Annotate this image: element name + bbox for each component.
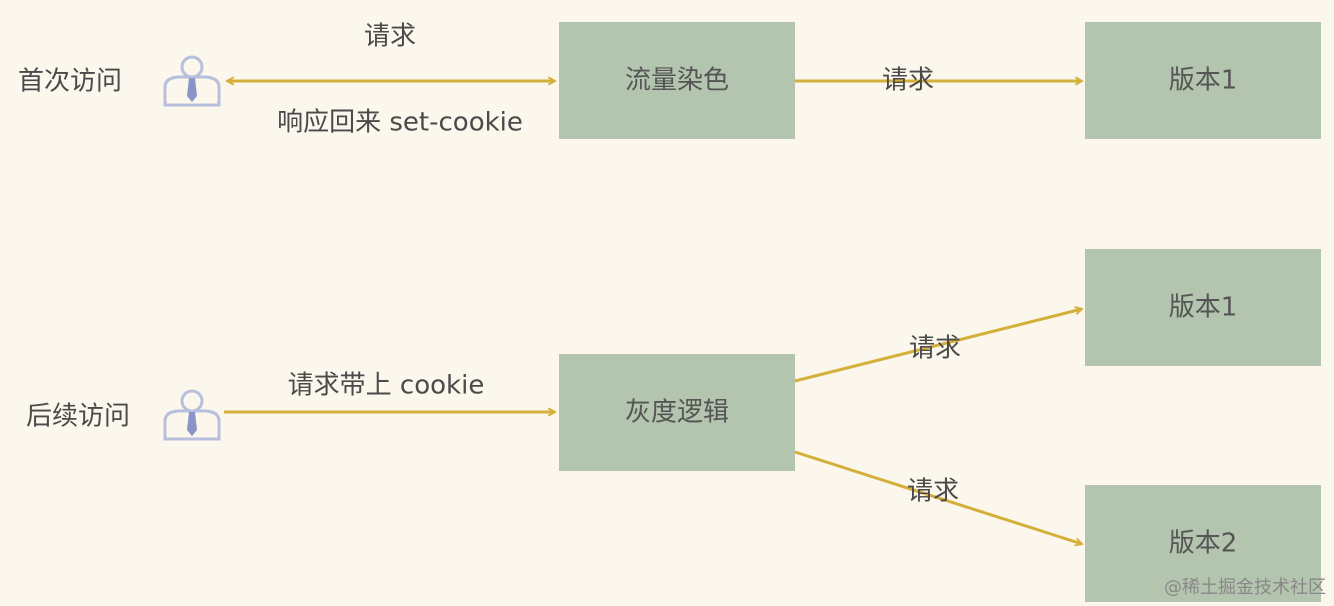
version1-label-bottom: 版本1	[1169, 293, 1238, 323]
lower-request-arrow	[794, 450, 1082, 544]
version2-box	[1085, 485, 1321, 602]
upper-request-arrow	[794, 309, 1082, 383]
first-visit-label: 首次访问	[18, 67, 122, 97]
version1-label-top: 版本1	[1169, 66, 1238, 96]
user-icon	[163, 55, 221, 107]
version1-box-top	[1085, 22, 1321, 139]
version2-label: 版本2	[1169, 529, 1238, 559]
version1-box-bottom	[1085, 249, 1321, 366]
request-label: 请求	[364, 22, 416, 52]
subsequent-visit-label: 后续访问	[26, 402, 130, 432]
watermark: @稀土掘金技术社区	[1164, 577, 1326, 598]
traffic-coloring-label: 流量染色	[625, 66, 729, 96]
response-set-cookie-label: 响应回来 set-cookie	[277, 108, 523, 138]
user-icon	[163, 389, 221, 441]
upper-request-label: 请求	[909, 334, 961, 364]
request-with-cookie-label: 请求带上 cookie	[288, 371, 485, 401]
traffic-coloring-box	[559, 22, 795, 139]
gray-logic-label: 灰度逻辑	[625, 398, 729, 428]
forward-request-label: 请求	[882, 66, 934, 96]
lower-request-label: 请求	[907, 477, 959, 507]
gray-logic-box	[559, 354, 795, 471]
